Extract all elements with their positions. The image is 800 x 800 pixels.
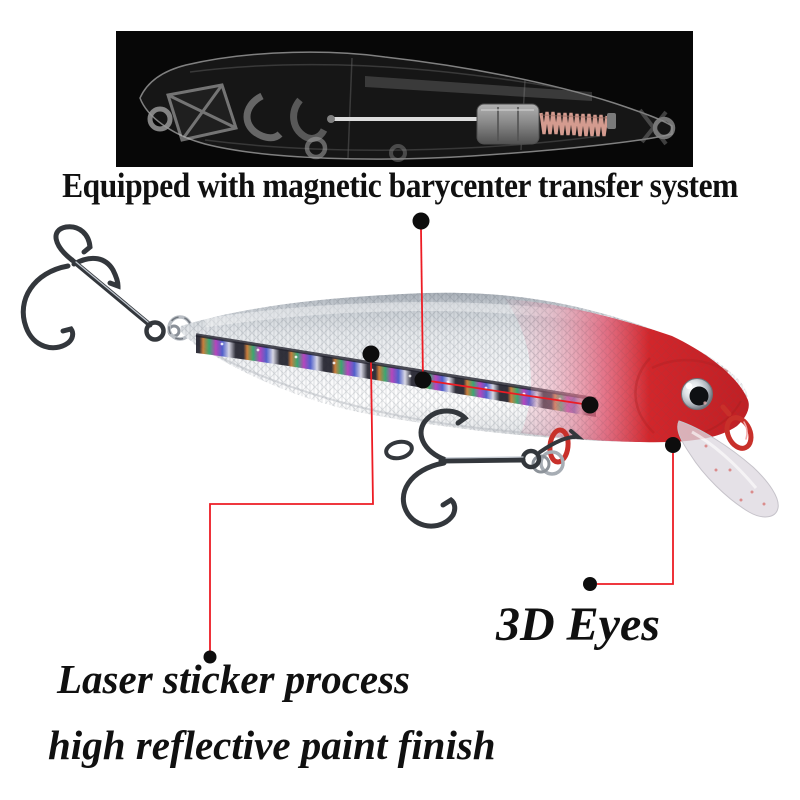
label-paint-finish: high reflective paint finish: [48, 722, 496, 768]
eye-highlight: [685, 382, 693, 390]
callout-dot-laser-label: [203, 650, 217, 664]
belly-treble-hook: [384, 408, 585, 529]
callout-line-eyes: [597, 453, 674, 585]
callout-dot-stripe: [362, 345, 380, 363]
callout-lines: [209, 228, 674, 651]
brow-ridge: [651, 358, 729, 374]
xray-panel: [116, 31, 693, 167]
tail-treble-hook: [20, 224, 166, 351]
callout-dot-head: [581, 396, 599, 414]
callout-line-magnet: [420, 228, 424, 381]
xray-belly-hanger: [290, 97, 328, 142]
xray-ballast-frame: [166, 83, 238, 142]
callout-dot-headline: [412, 212, 430, 230]
label-3d-eyes: 3D Eyes: [496, 598, 660, 651]
callout-dot-eyes-label: [583, 577, 597, 591]
magnetic-weight: [476, 103, 540, 145]
callout-dot-body: [414, 371, 432, 389]
diving-lip: [677, 420, 779, 518]
transfer-spring: [539, 111, 609, 137]
label-laser-sticker: Laser sticker process: [57, 656, 411, 702]
gill-crease: [634, 357, 655, 434]
callout-line-magnet-2: [422, 379, 591, 406]
xray-nose-eyelet: [147, 106, 173, 132]
belly-split-ring: [539, 450, 565, 476]
headline-magnetic-system: Equipped with magnetic barycenter transf…: [62, 166, 738, 205]
callout-line-laser: [209, 361, 374, 651]
xray-hanger-crescent: [243, 92, 283, 142]
lure-3d-eye: [681, 378, 713, 410]
callout-dots: [203, 212, 681, 664]
callout-dot-lip: [665, 437, 681, 453]
lure-photo: [20, 224, 779, 529]
line-tie-loop: [720, 404, 754, 451]
